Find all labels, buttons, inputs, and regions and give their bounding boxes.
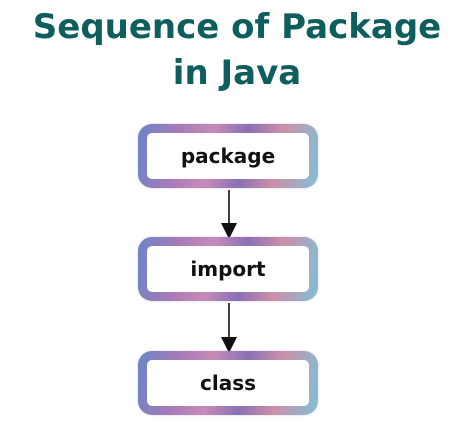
step-label-package: package: [180, 144, 276, 168]
step-box-package: package: [138, 124, 318, 188]
step-box-import: import: [138, 237, 318, 301]
diagram-title-line-2: in Java: [172, 53, 302, 93]
step-label-import: import: [190, 257, 266, 281]
diagram-title-line-1: Sequence of Package: [32, 7, 442, 47]
step-box-class: class: [138, 351, 318, 415]
step-label-class: class: [199, 371, 256, 395]
